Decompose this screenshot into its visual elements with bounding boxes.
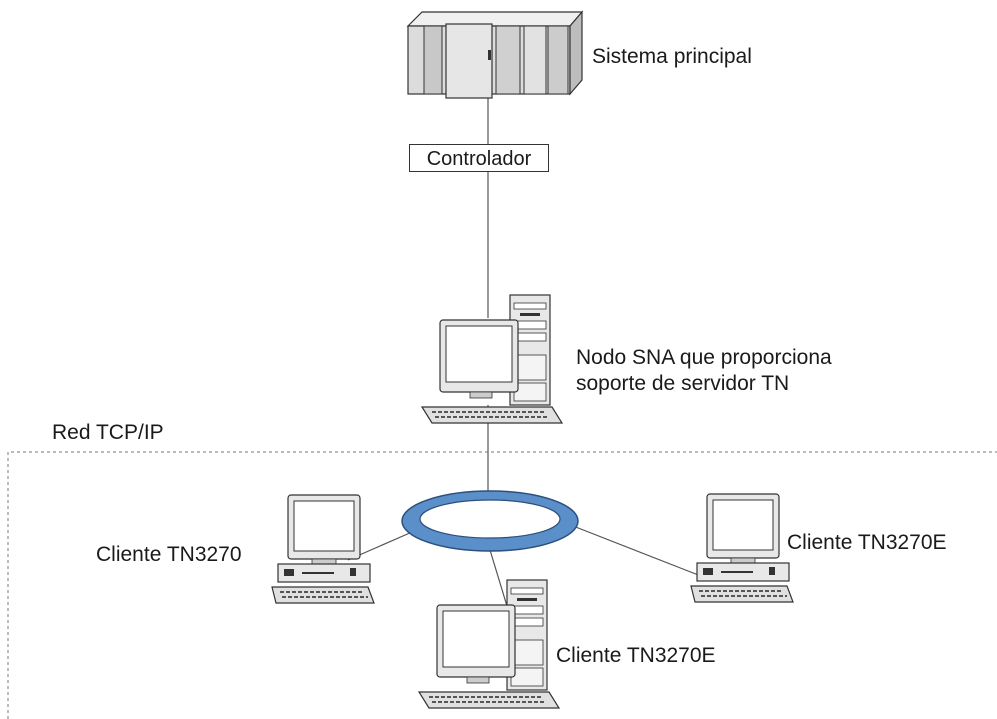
controller-label: Controlador: [426, 148, 532, 170]
client-right-computer-icon: [690, 493, 794, 603]
client-left-label: Cliente TN3270: [96, 543, 242, 566]
sna-node-label-line1: Nodo SNA que proporciona: [576, 346, 832, 369]
host-label: Sistema principal: [592, 45, 752, 68]
tcpip-ring-icon: [401, 490, 579, 552]
client-bottom-computer-icon: [418, 579, 560, 709]
controller-box: Controlador: [409, 144, 549, 172]
ring-to-right-client-line: [567, 523, 707, 579]
mainframe-icon: [406, 10, 584, 99]
client-bottom-label: Cliente TN3270E: [556, 644, 716, 667]
sna-node-computer-icon: [421, 294, 563, 424]
tcpip-network-boundary: [7, 451, 997, 719]
client-left-computer-icon: [271, 494, 375, 604]
network-label: Red TCP/IP: [52, 421, 164, 444]
sna-node-label-line2: soporte de servidor TN: [576, 372, 790, 395]
client-right-label: Cliente TN3270E: [787, 531, 947, 554]
